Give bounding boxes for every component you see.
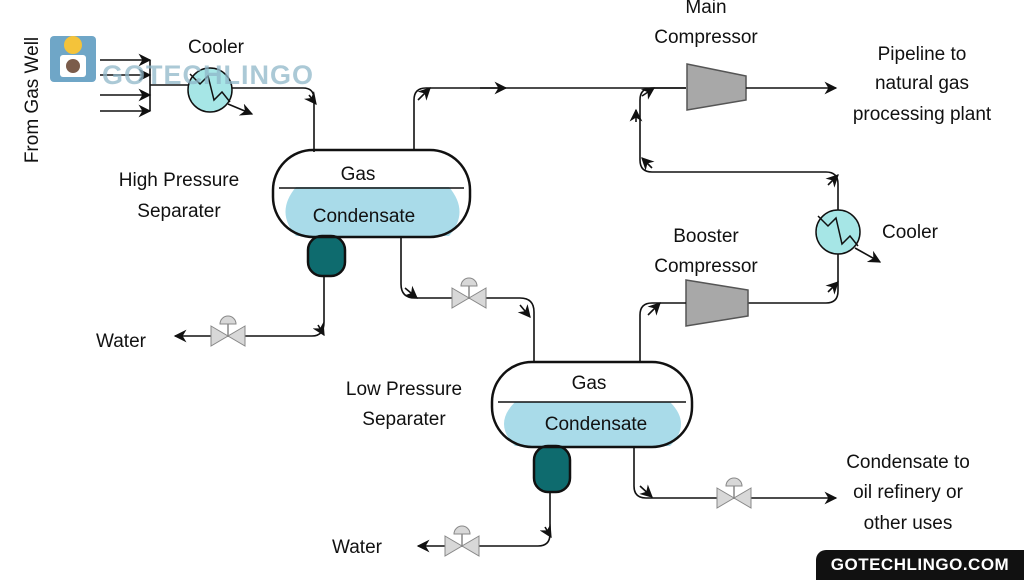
pipe-cooler-to-hp xyxy=(232,87,315,152)
arrow-icon xyxy=(517,304,531,318)
arrow-icon xyxy=(825,174,839,188)
arrow-icon xyxy=(404,285,418,299)
condensate-out-label-line3: other uses xyxy=(864,513,953,534)
valve-icon xyxy=(451,277,487,309)
pipe-hp-water xyxy=(173,276,325,343)
arrow-icon xyxy=(639,484,653,498)
main-compressor-label-line1: Main xyxy=(685,0,726,18)
main-compressor-label-line2: Compressor xyxy=(654,27,758,48)
lp-separator-vessel xyxy=(490,360,694,494)
pipe-hp-gas-to-compressor xyxy=(413,87,686,150)
cooler-right-label: Cooler xyxy=(882,222,939,243)
pipe-lp-water xyxy=(416,492,551,553)
from-gas-well-label: From Gas Well xyxy=(22,37,43,163)
valve-icon xyxy=(210,315,246,347)
pipe-lp-condensate-out xyxy=(633,446,838,505)
logo-icon xyxy=(50,36,96,82)
booster-compressor-label-line1: Booster xyxy=(673,226,739,247)
pipe-booster-to-cooler xyxy=(748,254,839,304)
valve-icon xyxy=(716,477,752,509)
lp-condensate-label: Condensate xyxy=(545,414,647,435)
lp-separator-label-line2: Separater xyxy=(362,409,446,430)
condensate-out-label-line2: oil refinery or xyxy=(853,482,963,503)
pipe-booster-return xyxy=(639,87,839,212)
arrow-icon xyxy=(312,321,325,337)
arrow-icon xyxy=(640,87,656,100)
main-compressor-icon xyxy=(686,63,747,111)
arrow-icon xyxy=(539,523,552,539)
condensate-out-label-line1: Condensate to xyxy=(846,452,970,473)
valve-icon xyxy=(444,525,480,557)
pipeline-label-line1: Pipeline to xyxy=(878,44,967,65)
hp-separator-label-line2: Separater xyxy=(137,201,221,222)
inlet-pipes xyxy=(100,53,190,118)
cooler-icon xyxy=(815,209,882,263)
arrow-icon xyxy=(647,302,661,316)
hp-separator-vessel xyxy=(271,148,472,278)
booster-compressor-label-line2: Compressor xyxy=(654,256,758,277)
hp-gas-label: Gas xyxy=(341,164,376,185)
cooler-icon xyxy=(187,67,254,116)
site-badge[interactable]: GOTECHLINGO.COM xyxy=(816,550,1024,580)
booster-compressor-icon xyxy=(685,279,749,327)
water-left-label: Water xyxy=(96,331,147,352)
hp-separator-label-line1: High Pressure xyxy=(119,170,239,191)
arrow-icon xyxy=(641,157,655,171)
cooler-top-label: Cooler xyxy=(188,37,245,58)
lp-gas-label: Gas xyxy=(572,373,607,394)
lp-separator-label-line1: Low Pressure xyxy=(346,379,462,400)
pipeline-label-line2: natural gas xyxy=(875,73,969,94)
hp-condensate-label: Condensate xyxy=(313,206,415,227)
arrow-icon xyxy=(303,90,317,106)
water-bottom-label: Water xyxy=(332,537,383,558)
pipe-lp-gas-to-booster xyxy=(639,302,686,362)
watermark-text: GOTECHLINGO xyxy=(102,60,314,90)
arrow-icon xyxy=(825,281,839,295)
arrow-icon xyxy=(417,87,431,101)
pipeline-label-line3: processing plant xyxy=(853,104,992,125)
